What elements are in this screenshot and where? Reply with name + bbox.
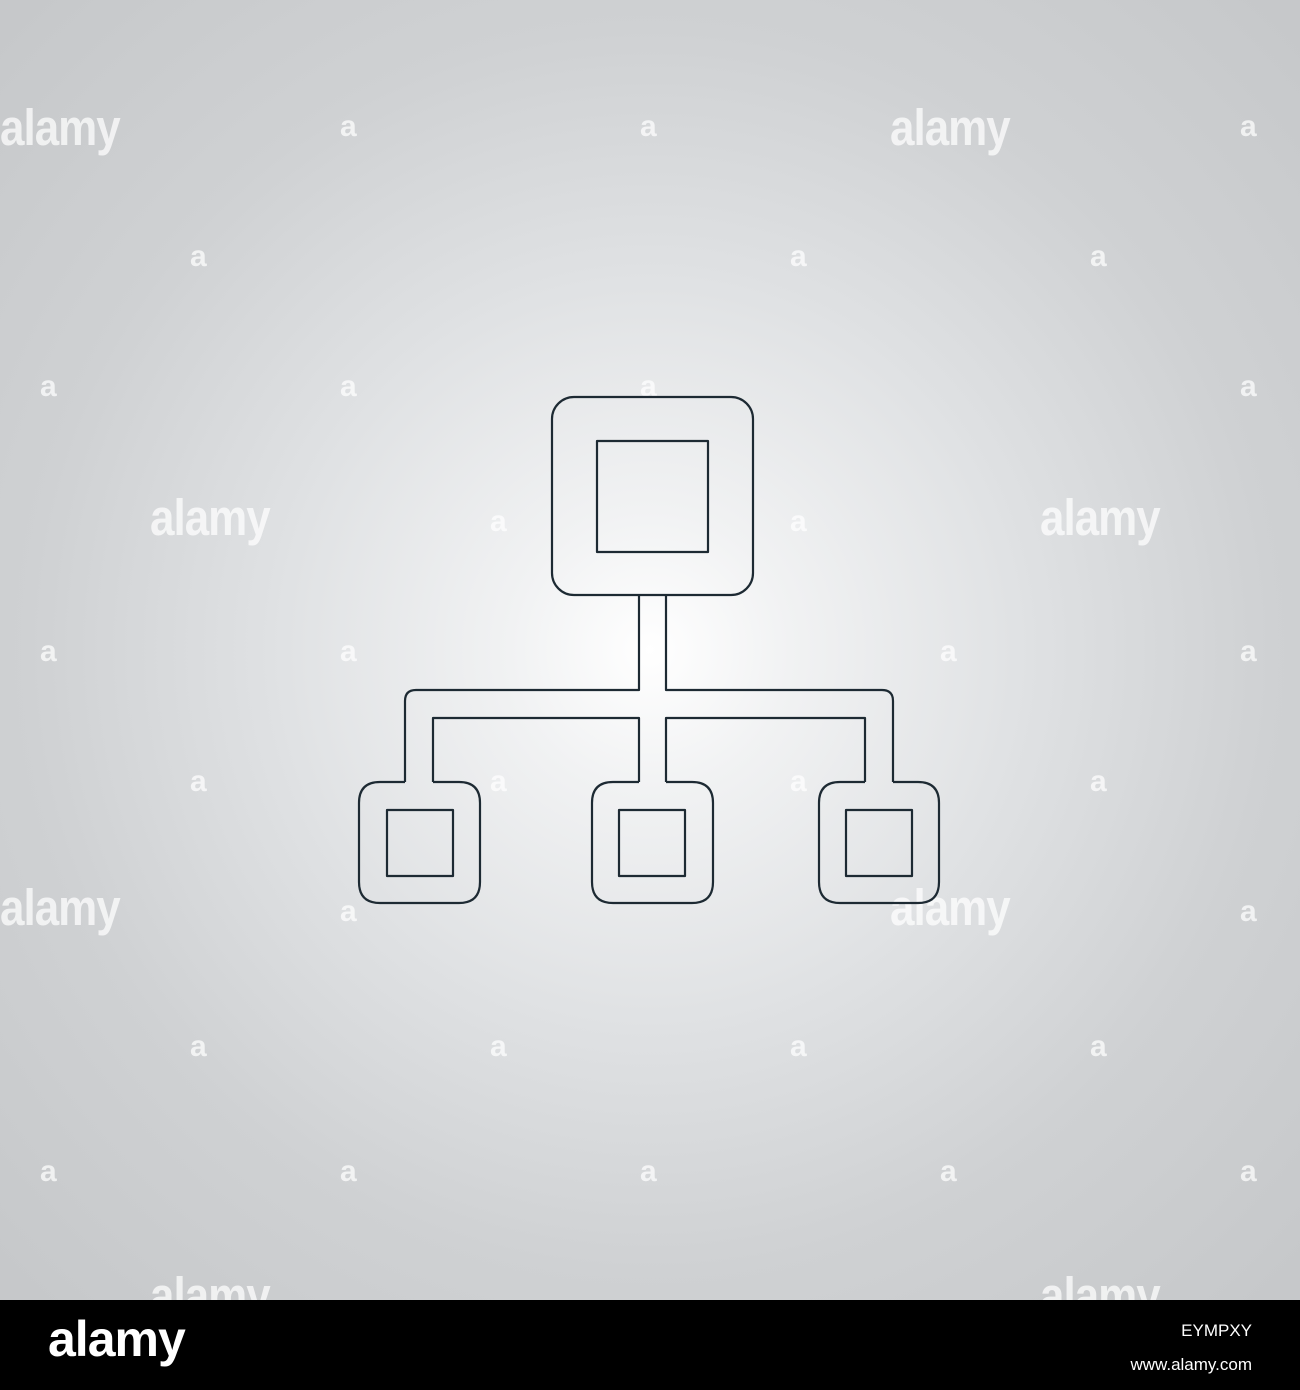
watermark-glyph: a [340,635,357,668]
image-id: EYMPXY [1181,1321,1252,1340]
child-node-outer [357,780,482,905]
watermark-glyph: a [640,1155,657,1188]
watermark-glyph: a [190,1030,207,1063]
hierarchy-icon [357,395,941,905]
watermark-glyph: a [790,240,807,273]
connector-inner [431,716,641,782]
child-node-inner [844,808,914,878]
watermark-text: alamy [0,100,121,157]
watermark-glyph: a [640,370,657,403]
child-node-outer [590,780,715,905]
icon-canvas: alamy a a alamy a a a a a a a a alamy a … [0,0,1300,1300]
watermark-glyph: a [640,110,657,143]
watermark-glyph: a [490,1030,507,1063]
watermark-glyph: a [490,765,507,798]
watermark-text: alamy [1040,1268,1161,1300]
watermark-glyph: a [790,505,807,538]
watermark-glyph: a [40,635,57,668]
watermark-text: alamy [150,490,271,547]
watermark-glyph: a [40,370,57,403]
watermark-text: alamy [890,100,1011,157]
watermark-text: alamy [1040,490,1161,547]
connector-outer [664,595,895,782]
alamy-logo: alamy [48,1311,186,1367]
image-id-block: EYMPXY www.alamy.com [1130,1314,1252,1382]
watermark-glyph: a [490,505,507,538]
watermark-glyph: a [1090,765,1107,798]
child-node-inner [617,808,687,878]
watermark-glyph: a [190,765,207,798]
connector-outer [403,595,641,782]
child-node-outer [817,780,941,905]
watermark-text: alamy [890,880,1011,937]
watermark-glyph: a [790,1030,807,1063]
watermark-glyph: a [1240,895,1257,928]
watermark-glyph: a [1090,240,1107,273]
watermark-glyph: a [340,1155,357,1188]
watermark-glyph: a [1240,635,1257,668]
watermark-glyph: a [940,635,957,668]
watermark-glyph: a [790,765,807,798]
watermark-glyph: a [340,370,357,403]
watermark-glyph: a [340,110,357,143]
connector-inner [664,716,867,782]
watermark-glyph: a [1240,370,1257,403]
watermark-text: alamy [0,880,121,937]
footer-bar: alamy EYMPXY www.alamy.com [0,1300,1300,1390]
child-node-inner [385,808,455,878]
watermark-glyph: a [1240,110,1257,143]
watermark-glyph: a [940,1155,957,1188]
site-url[interactable]: www.alamy.com [1130,1355,1252,1374]
watermark-text: alamy [150,1268,271,1300]
watermark-glyph: a [340,895,357,928]
watermark-glyph: a [190,240,207,273]
watermark-glyph: a [1240,1155,1257,1188]
watermark-glyph: a [40,1155,57,1188]
parent-node-inner [595,439,710,554]
parent-node-outer [550,395,755,597]
watermark-glyph: a [1090,1030,1107,1063]
